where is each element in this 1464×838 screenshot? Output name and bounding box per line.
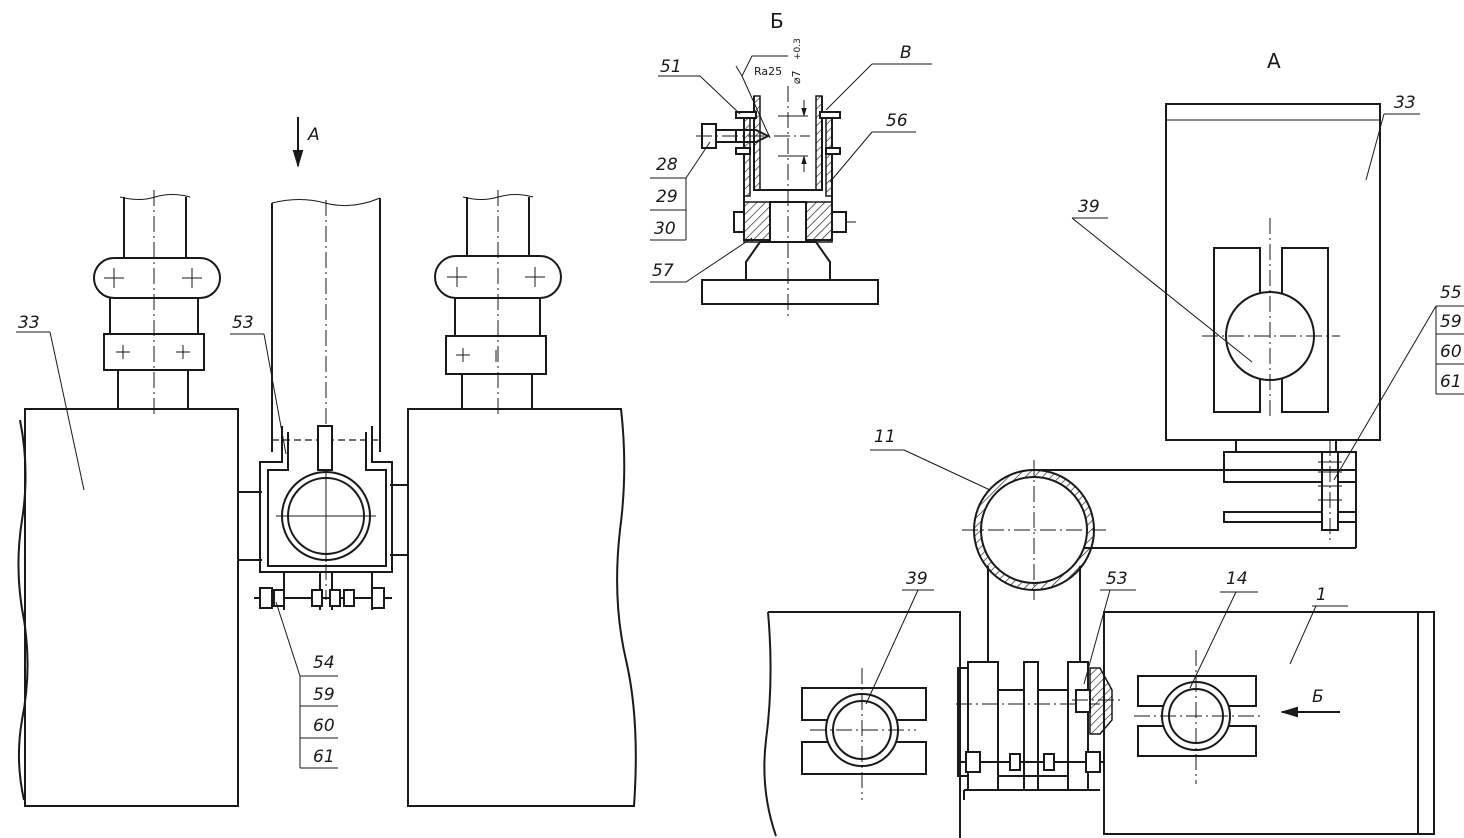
label-1: 1: [1316, 585, 1327, 605]
label-39-right: 39: [906, 569, 928, 589]
view-arrow-a: А: [292, 117, 320, 168]
callout-54: 54: [313, 653, 335, 673]
callout-60-view-a: 60: [1440, 342, 1462, 362]
label-39-view-a: 39: [1078, 197, 1100, 217]
bolt-row-54: [254, 587, 392, 609]
right-bottom-view: Б 11 39 53 14 1: [763, 427, 1435, 838]
left-rod-assembly: [93, 190, 221, 416]
view-a-callout-stack: 55 59 60 61: [1333, 283, 1464, 481]
right-body-33: [407, 408, 637, 807]
section-b-view: Б ⌀7 +0.3: [650, 9, 932, 316]
section-arrow-b-label: Б: [1312, 687, 1324, 707]
roughness-symbol: Ra25: [754, 65, 782, 78]
label-v: В: [900, 43, 912, 63]
section-b-callout-stack: 28 29 30: [650, 141, 711, 241]
label-14: 14: [1226, 569, 1248, 589]
view-a-body-33: [1165, 103, 1381, 441]
view-a: А 33 39 55 59 6: [1071, 49, 1464, 548]
diameter-dimension: ⌀7: [790, 70, 803, 84]
view-a-title: А: [1267, 49, 1281, 73]
label-33-view-a: 33: [1394, 93, 1416, 113]
left-callout-stack: 54 59 60 61: [275, 601, 338, 769]
label-51: 51: [660, 57, 682, 77]
callout-55: 55: [1440, 283, 1462, 303]
callout-28: 28: [656, 155, 678, 175]
diameter-tolerance: +0.3: [793, 38, 803, 60]
label-53-left: 53: [232, 313, 254, 333]
left-labels: 33 53: [16, 313, 287, 491]
clamp-bracket: [238, 425, 408, 610]
label-57: 57: [652, 261, 674, 281]
right-plate-1: [1103, 611, 1435, 835]
callout-29: 29: [656, 187, 678, 207]
section-b-title: Б: [770, 9, 784, 33]
left-body-33: [24, 408, 239, 807]
callout-61-left: 61: [313, 747, 335, 767]
right-rod-assembly: [434, 190, 562, 416]
left-view: А: [16, 117, 637, 807]
callout-60-left: 60: [313, 716, 335, 736]
callout-59-left: 59: [313, 685, 335, 705]
left-rod-collar: [93, 257, 221, 299]
label-53-right: 53: [1106, 569, 1128, 589]
callout-59-view-a: 59: [1440, 312, 1462, 332]
label-33-left: 33: [18, 313, 40, 333]
label-56: 56: [886, 111, 908, 131]
callout-61-view-a: 61: [1440, 372, 1462, 392]
view-arrow-a-label: А: [307, 125, 320, 145]
label-11: 11: [874, 427, 896, 447]
callout-30: 30: [654, 219, 676, 239]
